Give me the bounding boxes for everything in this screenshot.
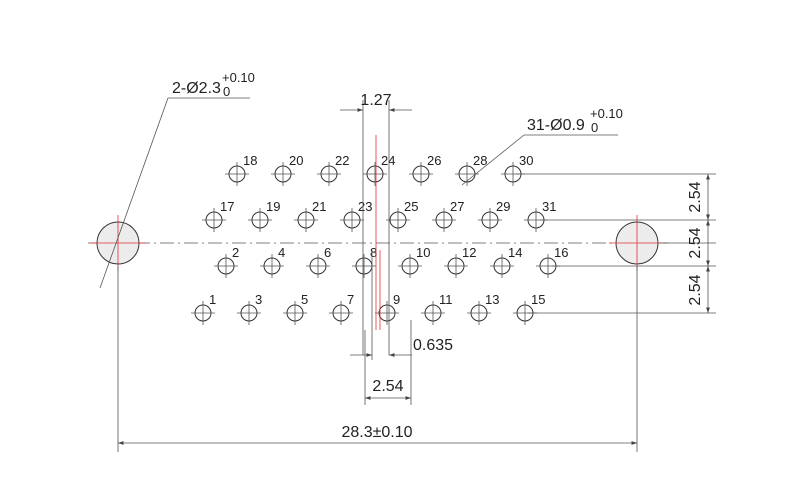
pin-hole-17: 17 — [202, 199, 234, 232]
pin-label-21: 21 — [312, 199, 326, 214]
pin-label-24: 24 — [381, 153, 395, 168]
pin-hole-31: 31 — [524, 199, 556, 232]
dim-bottom-pitch-text: 2.54 — [372, 378, 403, 395]
dim-top-pitch-text: 1.27 — [360, 92, 391, 109]
pin-hole-22: 22 — [317, 153, 349, 186]
pin-hole-16: 16 — [536, 245, 568, 278]
pin-hole-11: 11 — [421, 292, 453, 325]
pin-hole-24: 24 — [363, 153, 395, 186]
callout-mount-hole-tol-lower: 0 — [223, 84, 230, 99]
pin-label-17: 17 — [220, 199, 234, 214]
callout-pin-holes: 31-Ø0.9 +0.10 0 — [461, 106, 623, 186]
dim-row-pitch-1-text: 2.54 — [687, 181, 704, 212]
dim-offset-text: 0.635 — [413, 337, 453, 354]
pin-label-22: 22 — [335, 153, 349, 168]
mount-hole-right — [609, 215, 665, 271]
pin-label-15: 15 — [531, 292, 545, 307]
pin-label-25: 25 — [404, 199, 418, 214]
pin-hole-25: 25 — [386, 199, 418, 232]
pin-label-8: 8 — [370, 245, 377, 260]
dim-row-pitch-2-text: 2.54 — [687, 227, 704, 258]
pin-hole-26: 26 — [409, 153, 441, 186]
pin-hole-28: 28 — [455, 153, 487, 186]
dim-overall: 28.3±0.10 — [117, 266, 638, 452]
callout-pin-holes-text: 31-Ø0.9 — [527, 117, 585, 134]
pin-label-16: 16 — [554, 245, 568, 260]
pin-hole-27: 27 — [432, 199, 464, 232]
pin-label-6: 6 — [324, 245, 331, 260]
dim-row-pitch: 2.54 2.54 2.54 — [516, 173, 716, 314]
pin-label-19: 19 — [266, 199, 280, 214]
pin-label-11: 11 — [439, 292, 453, 307]
pin-label-7: 7 — [347, 292, 354, 307]
pin-label-20: 20 — [289, 153, 303, 168]
pin-label-23: 23 — [358, 199, 372, 214]
pin-hole-19: 19 — [248, 199, 280, 232]
pin-hole-1: 1 — [191, 292, 216, 325]
pin-label-3: 3 — [255, 292, 262, 307]
pin-hole-7: 7 — [329, 292, 354, 325]
pin-hole-18: 18 — [225, 153, 257, 186]
pin-label-29: 29 — [496, 199, 510, 214]
pin-hole-15: 15 — [513, 292, 545, 325]
pin-hole-30: 30 — [501, 153, 533, 186]
pin-label-14: 14 — [508, 245, 522, 260]
callout-pin-holes-tol-upper: +0.10 — [590, 106, 623, 121]
callout-mount-hole-text: 2-Ø2.3 — [172, 80, 221, 97]
pin-label-13: 13 — [485, 292, 499, 307]
pin-hole-23: 23 — [340, 199, 372, 232]
dim-overall-text: 28.3±0.10 — [341, 424, 412, 441]
pin-hole-12: 12 — [444, 245, 476, 278]
dim-bottom-pitch: 2.54 — [364, 320, 412, 405]
pin-label-4: 4 — [278, 245, 285, 260]
pin-hole-10: 10 — [398, 245, 430, 278]
pin-label-1: 1 — [209, 292, 216, 307]
callout-mount-hole: 2-Ø2.3 +0.10 0 — [99, 70, 255, 289]
callout-mount-hole-tol-upper: +0.10 — [222, 70, 255, 85]
pin-hole-3: 3 — [237, 292, 262, 325]
pin-label-31: 31 — [542, 199, 556, 214]
pin-hole-20: 20 — [271, 153, 303, 186]
pin-label-12: 12 — [462, 245, 476, 260]
dim-top-pitch: 1.27 — [340, 92, 412, 355]
pin-label-27: 27 — [450, 199, 464, 214]
callout-pin-holes-tol-lower: 0 — [591, 120, 598, 135]
pin-label-2: 2 — [232, 245, 239, 260]
pin-label-5: 5 — [301, 292, 308, 307]
pin-hole-5: 5 — [283, 292, 308, 325]
pin-hole-21: 21 — [294, 199, 326, 232]
pin-label-30: 30 — [519, 153, 533, 168]
dim-row-pitch-3-text: 2.54 — [687, 274, 704, 305]
pin-label-28: 28 — [473, 153, 487, 168]
pin-label-26: 26 — [427, 153, 441, 168]
pin-hole-8: 8 — [352, 245, 377, 278]
pin-hole-2: 2 — [214, 245, 239, 278]
pin-hole-13: 13 — [467, 292, 499, 325]
pin-label-10: 10 — [416, 245, 430, 260]
pin-hole-29: 29 — [478, 199, 510, 232]
pin-label-9: 9 — [393, 292, 400, 307]
pin-label-18: 18 — [243, 153, 257, 168]
pin-hole-6: 6 — [306, 245, 331, 278]
pin-hole-array: 1234567891011121314151617181920212223242… — [191, 153, 568, 325]
pin-hole-14: 14 — [490, 245, 522, 278]
dim-offset: 0.635 — [350, 250, 453, 360]
mount-hole-left — [90, 215, 146, 271]
pin-hole-9: 9 — [375, 292, 400, 325]
pin-hole-4: 4 — [260, 245, 285, 278]
